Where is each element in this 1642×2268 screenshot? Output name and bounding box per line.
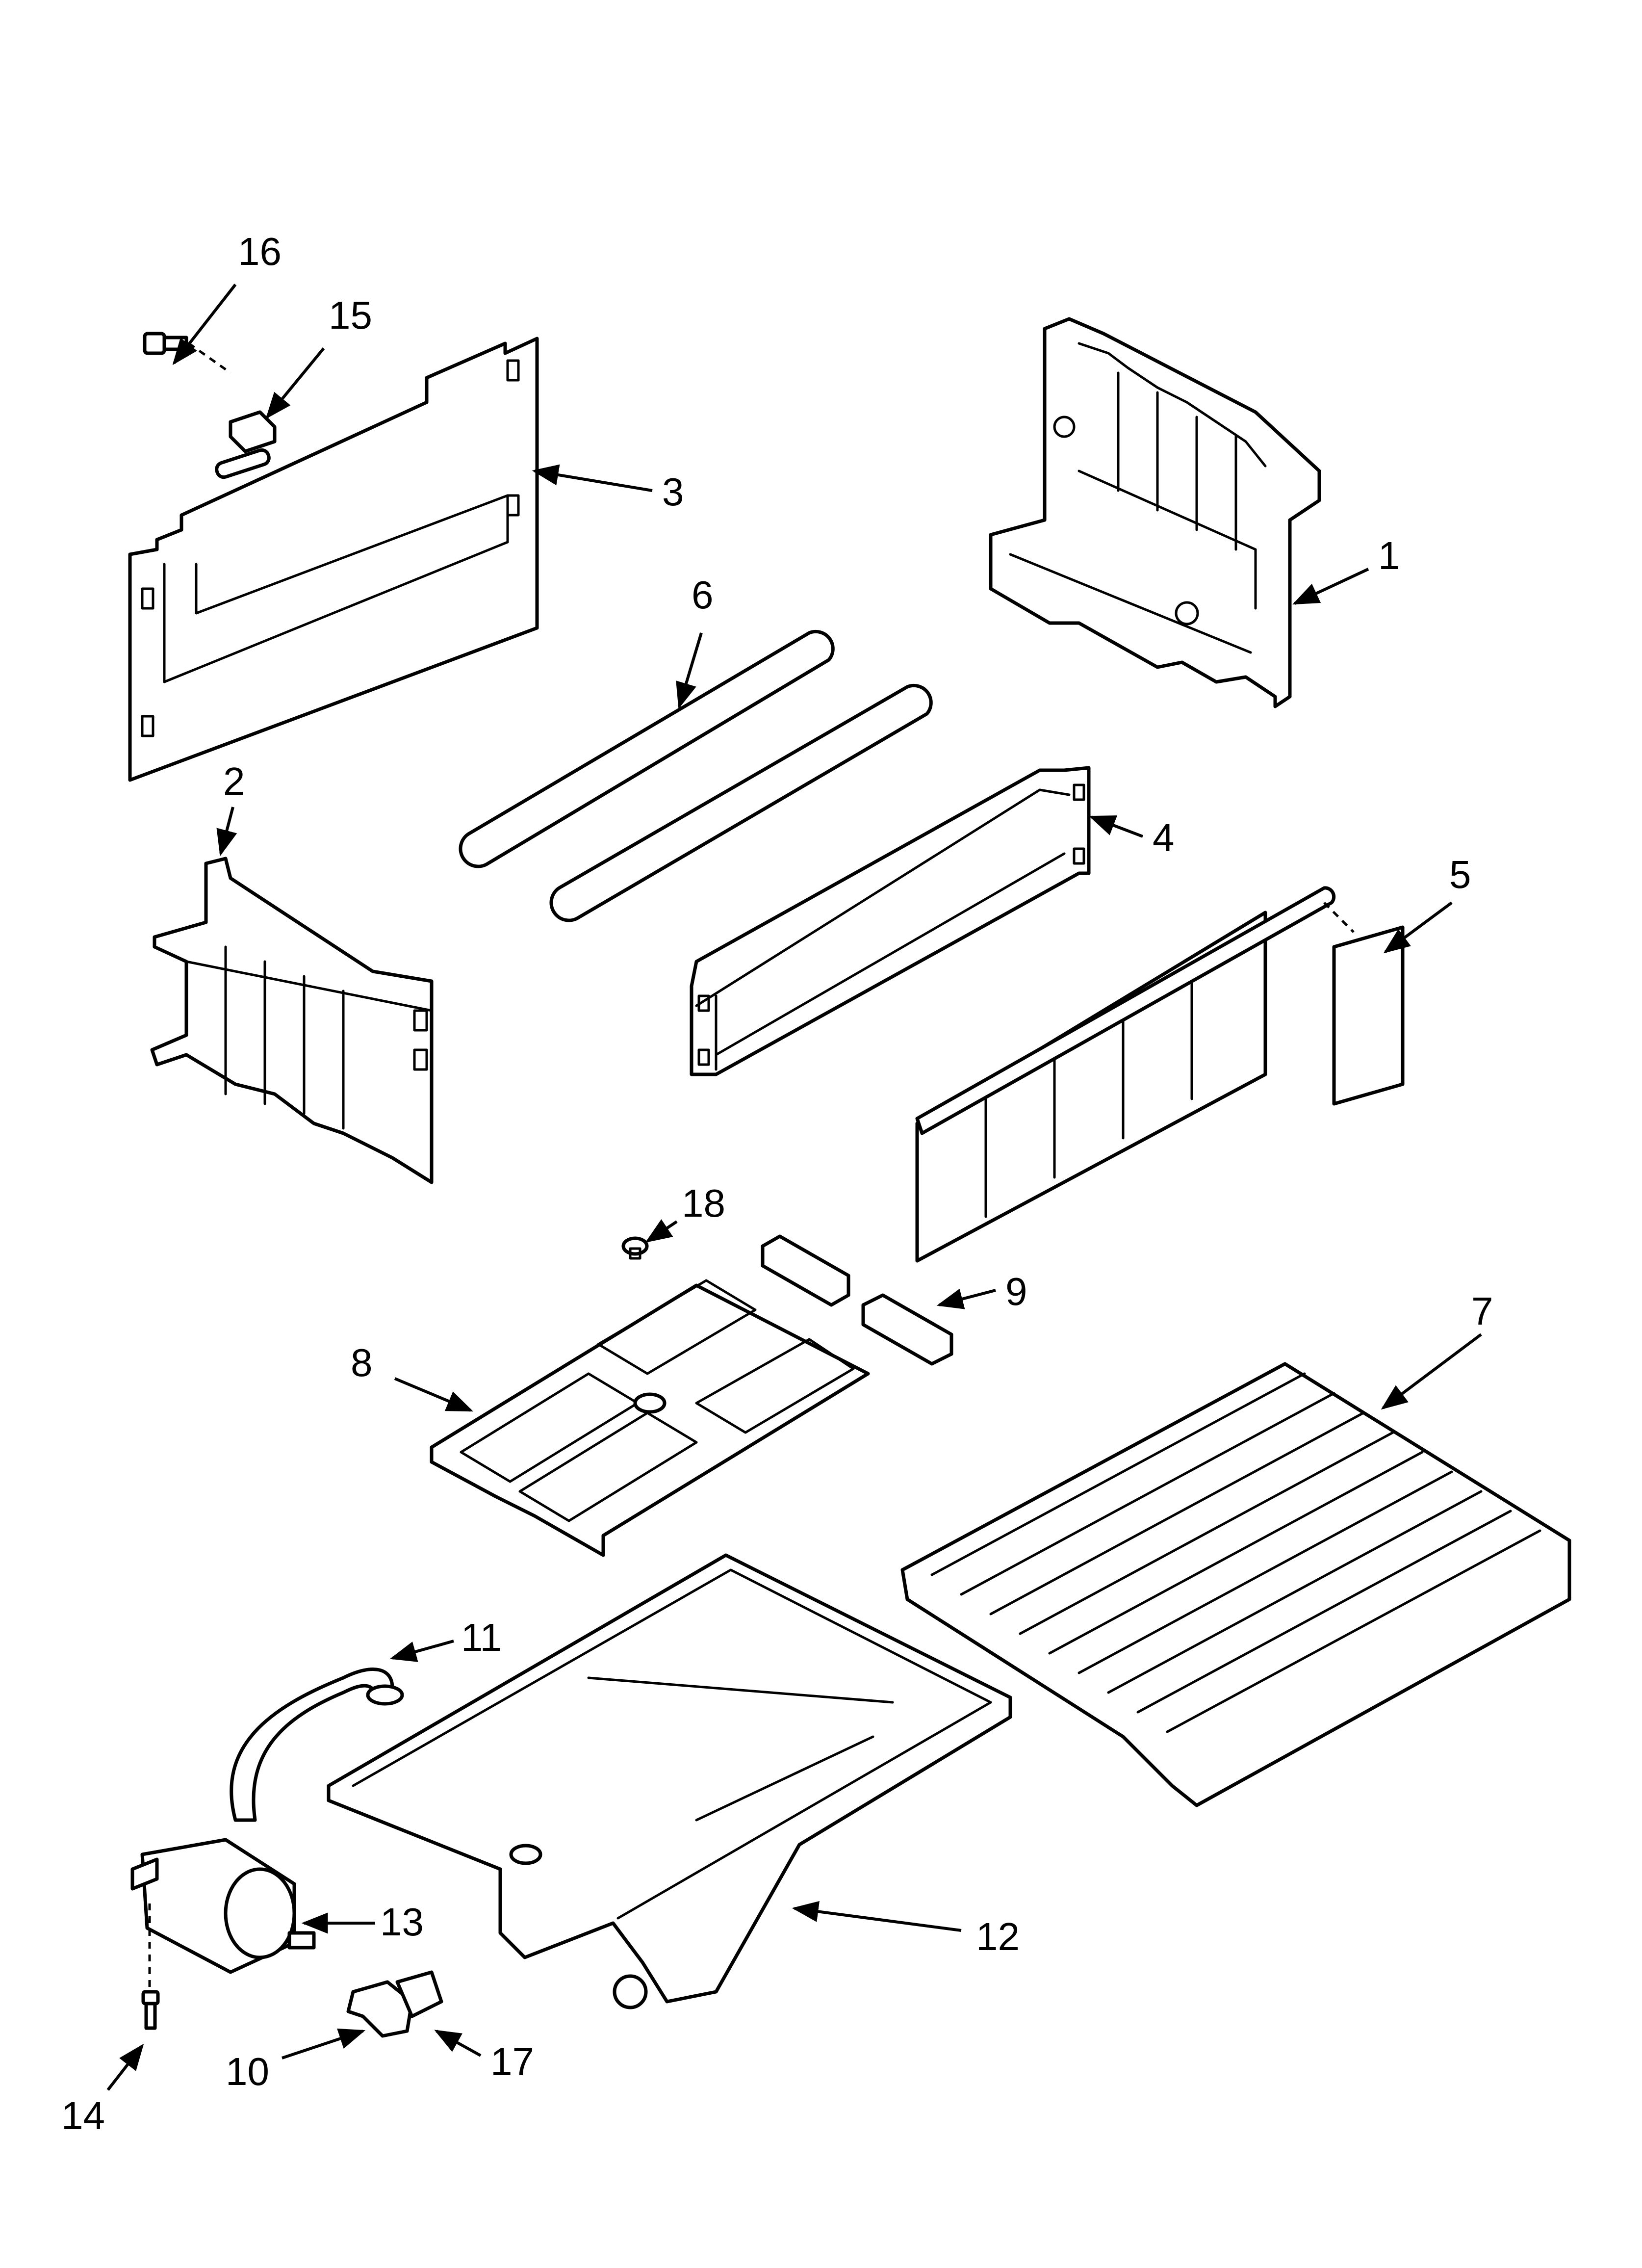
part-2-frame: [150, 857, 434, 1184]
leader-3: [532, 464, 653, 492]
leader-lines: [106, 284, 1482, 2091]
callout-6: 6: [692, 573, 714, 617]
callout-4: 4: [1153, 816, 1175, 860]
part-15-clip: [215, 410, 277, 479]
leader-8: [394, 1377, 473, 1412]
part-17-clamp: [395, 1970, 443, 2018]
callout-16: 16: [238, 230, 282, 273]
callout-12: 12: [976, 1915, 1020, 1958]
part-18-cap: [621, 1236, 649, 1260]
callout-7: 7: [1471, 1289, 1493, 1333]
leader-16: [172, 284, 237, 365]
leader-4: [1088, 815, 1144, 838]
callout-11: 11: [461, 1616, 502, 1659]
leader-18: [645, 1219, 678, 1243]
leader-17: [434, 2030, 482, 2057]
part-5-flap: [915, 886, 1405, 1263]
leader-9: [936, 1288, 996, 1309]
callout-15: 15: [329, 293, 372, 337]
callout-10: 10: [226, 2050, 269, 2093]
part-8-tray: [430, 1279, 870, 1557]
callout-8: 8: [351, 1341, 373, 1384]
leader-10: [282, 2028, 366, 2059]
callout-14: 14: [61, 2094, 105, 2138]
part-12-bucket: [327, 1553, 1012, 2009]
leader-12: [792, 1901, 962, 1932]
part-13-motor: [130, 1838, 316, 1974]
part-11-hose: [230, 1668, 404, 1822]
leader-1: [1292, 568, 1369, 605]
leader-11: [389, 1640, 454, 1662]
callout-2: 2: [223, 759, 245, 803]
callout-3: 3: [662, 470, 684, 514]
part-7-grille: [900, 1362, 1571, 1807]
part-9-blocks: [761, 1234, 953, 1366]
leader-14: [106, 2043, 144, 2091]
part-3-frame: [128, 337, 539, 782]
callout-5: 5: [1449, 853, 1471, 896]
callout-13: 13: [380, 1900, 424, 1944]
callout-labels: 16 15 3 1 6 2 4 5 18 9 7 8 11 13 12 14 1…: [61, 230, 1493, 2138]
part-1-housing: [989, 317, 1321, 708]
leader-7: [1381, 1333, 1482, 1410]
callout-1: 1: [1378, 534, 1400, 577]
part-14-screw: [141, 1903, 160, 2030]
leader-15: [265, 347, 325, 419]
callout-9: 9: [1005, 1270, 1027, 1313]
leader-5: [1383, 901, 1453, 954]
part-10-elbow: [346, 1980, 414, 2038]
leader-2: [216, 807, 237, 857]
part-6-rods: [459, 629, 933, 922]
callout-18: 18: [682, 1181, 725, 1225]
part-16-screw: [143, 332, 231, 374]
leader-6: [676, 632, 703, 709]
callout-17: 17: [490, 2040, 534, 2084]
